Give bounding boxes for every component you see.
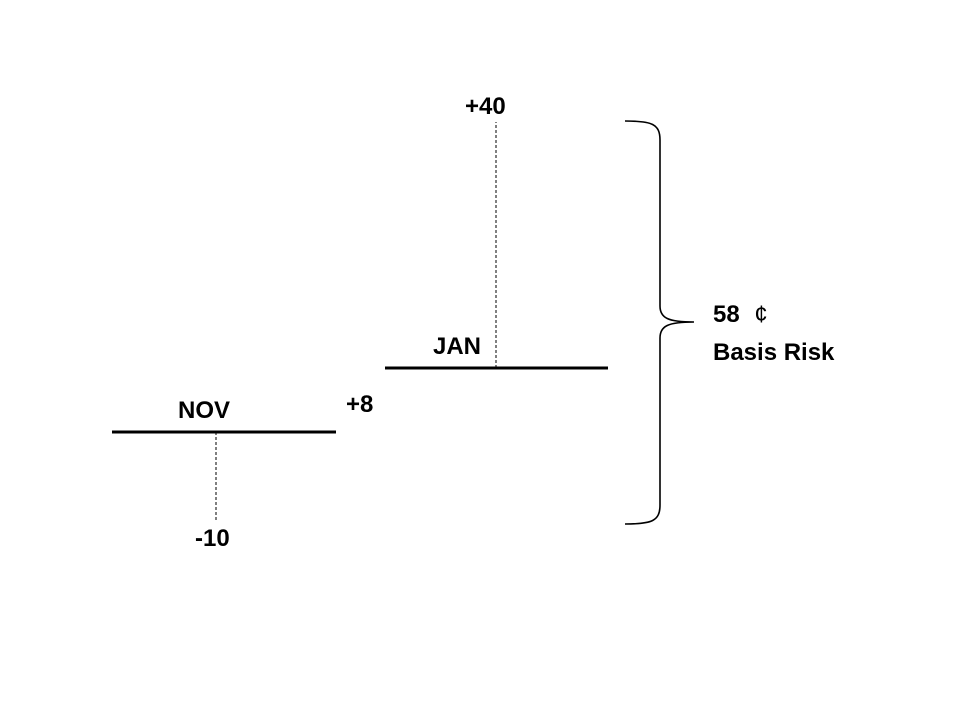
basis-amount-value: 58 [713,301,740,328]
nov-value-label: -10 [195,525,230,552]
jan-value-label: +40 [465,93,506,120]
right-brace [624,120,695,525]
basis-risk-caption: Basis Risk [713,339,835,366]
jan-label: JAN [433,333,481,360]
cent-sign: ¢ [754,301,767,328]
basis-amount: 58 ¢ [713,301,768,328]
spread-label: +8 [346,391,373,418]
nov-label: NOV [178,397,230,424]
